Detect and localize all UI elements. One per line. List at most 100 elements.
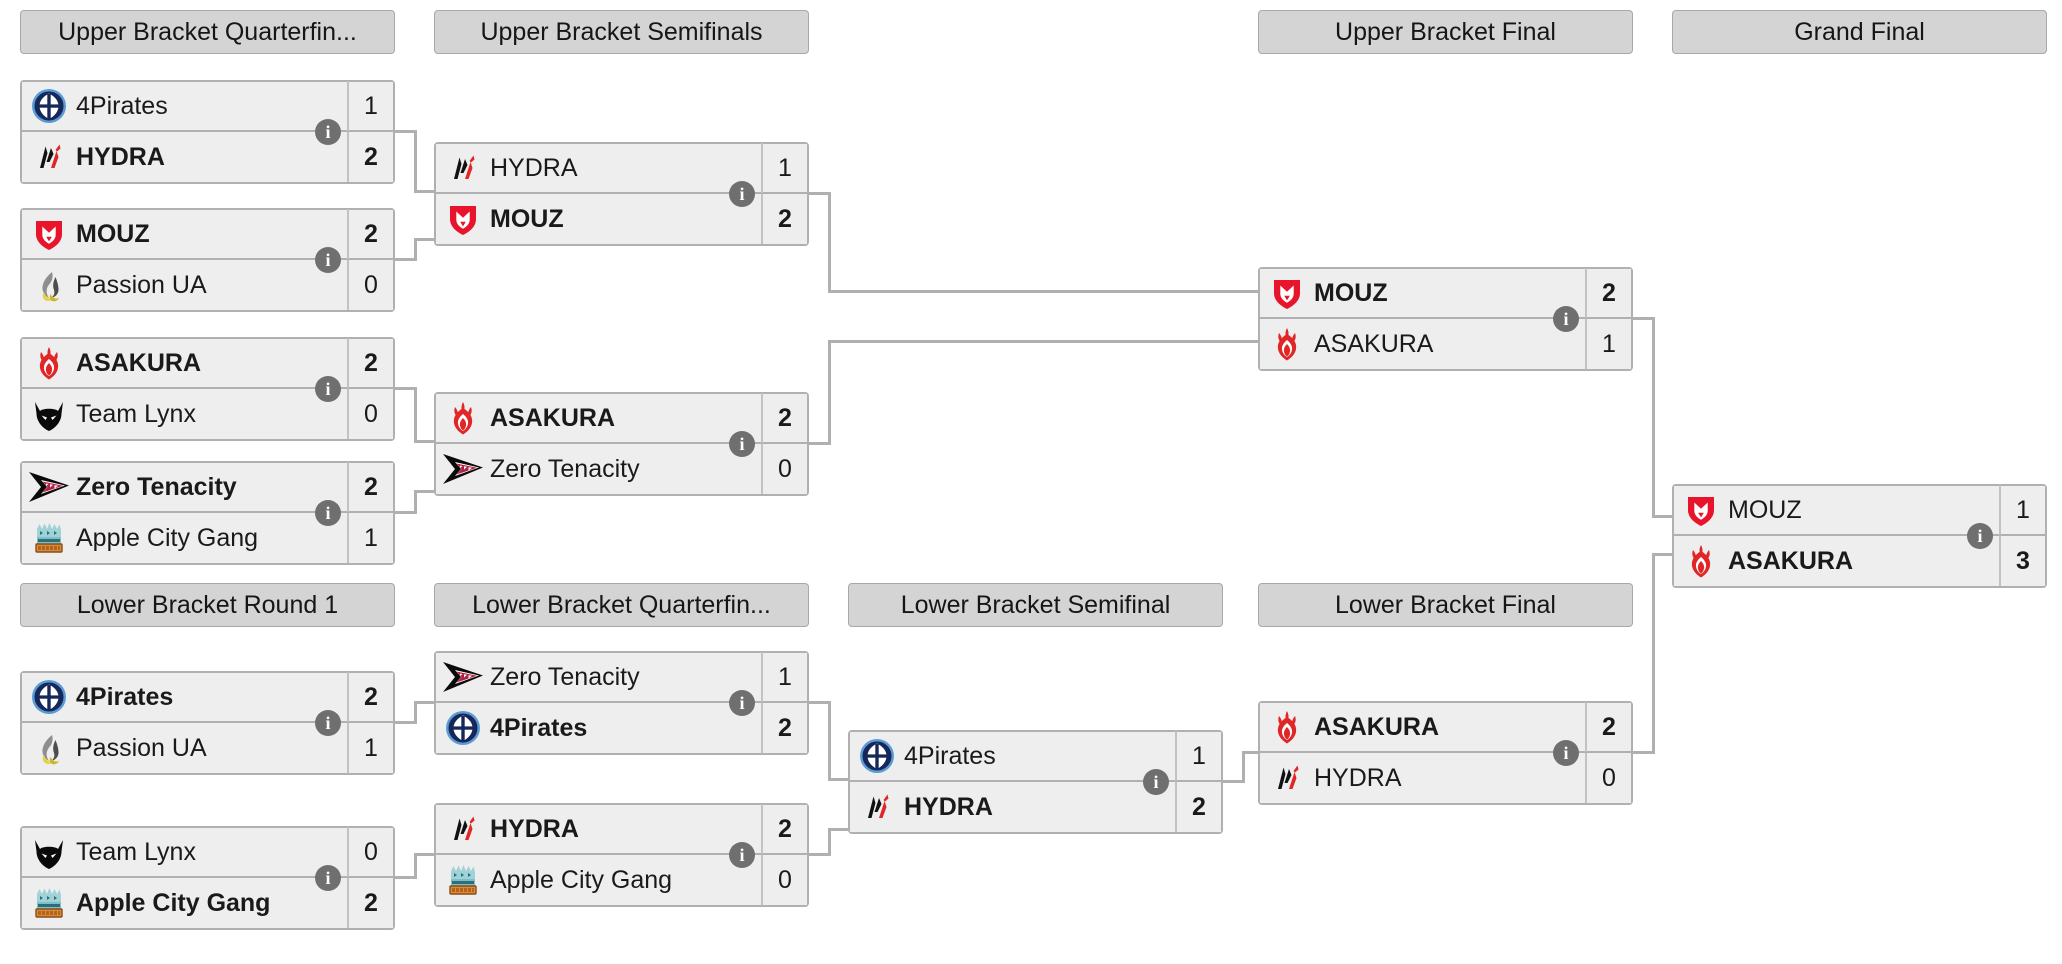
match-info-icon[interactable]: i [729, 431, 755, 457]
bracket-connector [828, 340, 1258, 343]
team-name: Passion UA [76, 270, 207, 299]
match-info-icon[interactable]: i [729, 842, 755, 868]
team-name: MOUZ [1728, 495, 1802, 524]
team-name: ASAKURA [1728, 546, 1853, 575]
team-name: Apple City Gang [76, 523, 259, 552]
bracket-connector [1633, 751, 1655, 754]
round-header-ub-sf: Upper Bracket Semifinals [434, 10, 809, 54]
team-score: 1 [347, 81, 393, 131]
team-name: HYDRA [76, 142, 165, 171]
match-info-icon[interactable]: i [315, 500, 341, 526]
asakura-logo [436, 393, 490, 443]
bracket-connector [414, 387, 417, 443]
hydra-logo [22, 132, 76, 182]
team-name: Apple City Gang [76, 888, 271, 917]
team-name: HYDRA [490, 153, 578, 182]
round-header-label: Upper Bracket Final [1335, 17, 1556, 46]
bracket-connector [1242, 751, 1245, 782]
team-score: 2 [347, 132, 393, 182]
mouz-logo [22, 209, 76, 259]
match-info-icon[interactable]: i [315, 865, 341, 891]
round-header-label: Grand Final [1794, 17, 1925, 46]
team-score: 2 [761, 804, 807, 854]
match-info-icon[interactable]: i [1143, 769, 1169, 795]
team-name: HYDRA [1314, 763, 1402, 792]
applecity-logo [436, 855, 490, 905]
bracket-connector [395, 130, 417, 133]
bracket-connector [414, 701, 417, 723]
team-score: 1 [761, 652, 807, 702]
zerotenacity-logo [436, 652, 490, 702]
asakura-logo [1260, 702, 1314, 752]
bracket-connector [395, 721, 417, 724]
team-score: 1 [761, 143, 807, 193]
bracket-connector [809, 192, 831, 195]
hydra-logo [850, 782, 904, 832]
team-name: MOUZ [490, 204, 564, 233]
team-name: HYDRA [490, 814, 579, 843]
mouz-logo [436, 194, 490, 244]
round-header-label: Lower Bracket Round 1 [76, 590, 339, 619]
team-score: 2 [347, 672, 393, 722]
match-info-icon[interactable]: i [1553, 740, 1579, 766]
asakura-logo [1260, 319, 1314, 369]
round-header-label: Lower Bracket Final [1335, 590, 1556, 619]
bracket-connector [414, 238, 436, 241]
team-score: 2 [761, 393, 807, 443]
team-score: 2 [347, 338, 393, 388]
bracket-connector [828, 778, 850, 781]
asakura-logo [1674, 536, 1728, 586]
match-info-icon[interactable]: i [315, 376, 341, 402]
mouz-logo [1674, 485, 1728, 535]
match-info-icon[interactable]: i [315, 710, 341, 736]
teamlynx-logo [22, 827, 76, 877]
bracket-connector [414, 853, 436, 856]
match-info-icon[interactable]: i [729, 181, 755, 207]
team-name: 4Pirates [76, 682, 174, 711]
asakura-logo [22, 338, 76, 388]
bracket-connector [395, 387, 417, 390]
match-row-top[interactable]: 4Pirates 2 [22, 672, 393, 723]
match-info-icon[interactable]: i [315, 247, 341, 273]
bracket-connector [414, 190, 436, 193]
bracket-connector [395, 258, 417, 261]
round-header-label: Upper Bracket Semifinals [480, 17, 763, 46]
team-score: 2 [761, 194, 807, 244]
applecity-logo [22, 878, 76, 928]
bracket-connector [414, 130, 417, 193]
team-name: ASAKURA [76, 348, 201, 377]
match-info-icon[interactable]: i [1553, 306, 1579, 332]
team-name: ASAKURA [1314, 329, 1434, 358]
bracket-connector [414, 853, 417, 878]
match-info-icon[interactable]: i [729, 690, 755, 716]
match-info-icon[interactable]: i [315, 119, 341, 145]
team-score: 2 [761, 703, 807, 753]
team-name: Apple City Gang [490, 865, 673, 894]
team-score: 2 [347, 462, 393, 512]
zerotenacity-logo [436, 444, 490, 494]
zerotenacity-logo [22, 462, 76, 512]
match-info-icon[interactable]: i [1967, 523, 1993, 549]
hydra-logo [1260, 753, 1314, 803]
team-name: 4Pirates [490, 713, 588, 742]
bracket-connector [809, 853, 831, 856]
team-name: Zero Tenacity [490, 662, 640, 691]
